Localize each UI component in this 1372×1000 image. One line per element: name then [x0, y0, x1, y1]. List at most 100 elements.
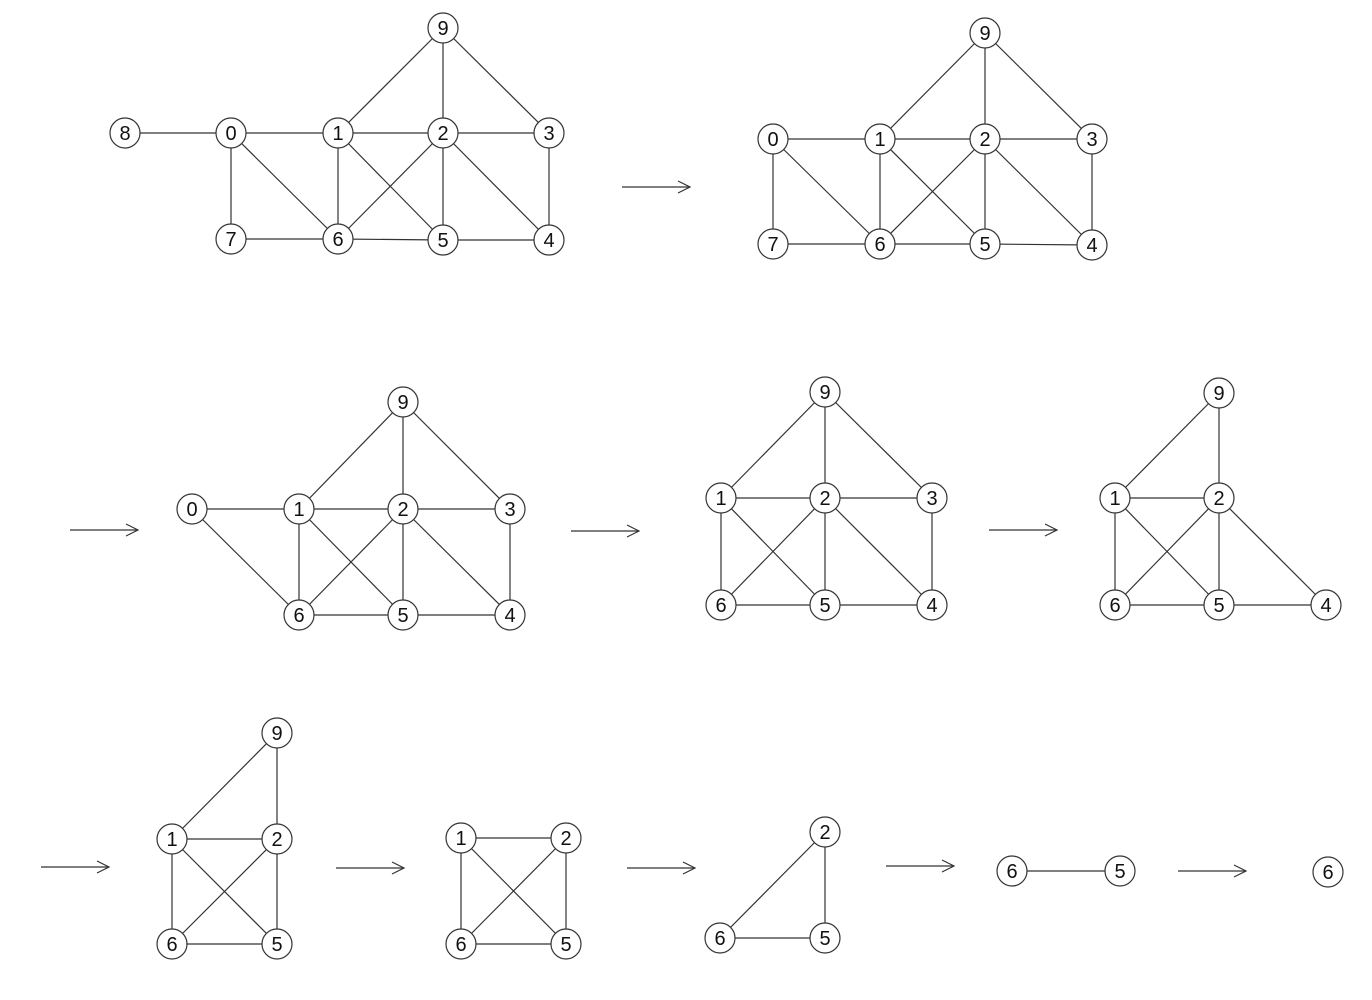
node-circle	[916, 482, 948, 514]
node-6: 6	[322, 223, 354, 255]
edge-5-4	[984, 243, 1093, 246]
node-circle	[109, 117, 141, 149]
graph-step-10: 6	[1312, 856, 1344, 888]
node-5: 5	[969, 228, 1001, 260]
node-label: 1	[715, 488, 726, 510]
edge-2-6	[460, 837, 567, 945]
node-1: 1	[1099, 482, 1131, 514]
arrow-head	[677, 180, 692, 194]
node-2: 2	[427, 117, 459, 149]
node-9: 9	[1203, 377, 1235, 409]
node-9: 9	[261, 717, 293, 749]
node-label: 5	[979, 234, 990, 256]
arrow-head	[96, 860, 111, 874]
node-5: 5	[387, 599, 419, 631]
edge-2-6	[720, 497, 826, 606]
node-2: 2	[550, 822, 582, 854]
node-2: 2	[969, 123, 1001, 155]
node-3: 3	[533, 117, 565, 149]
edge-9-1	[298, 401, 404, 510]
node-circle	[996, 855, 1028, 887]
node-label: 2	[819, 488, 830, 510]
edge-2-6	[171, 838, 278, 945]
node-circle	[387, 493, 419, 525]
node-circle	[215, 223, 247, 255]
node-label: 5	[819, 595, 830, 617]
transition-arrow	[1178, 864, 1248, 878]
arrow-head	[1233, 864, 1248, 878]
node-4: 4	[533, 224, 565, 256]
node-label: 6	[293, 605, 304, 627]
edge-0-6	[230, 132, 339, 240]
edge-9-1	[1114, 392, 1220, 499]
node-9: 9	[427, 12, 459, 44]
node-circle	[809, 482, 841, 514]
node-circle	[176, 493, 208, 525]
node-7: 7	[215, 223, 247, 255]
node-5: 5	[809, 589, 841, 621]
node-3: 3	[494, 493, 526, 525]
node-1: 1	[322, 117, 354, 149]
node-circle	[1203, 377, 1235, 409]
node-circle	[156, 928, 188, 960]
edge-2-6	[719, 831, 826, 939]
node-label: 6	[332, 229, 343, 251]
node-label: 6	[455, 934, 466, 956]
node-circle	[445, 928, 477, 960]
node-label: 3	[543, 123, 554, 145]
node-label: 1	[455, 828, 466, 850]
node-circle	[550, 822, 582, 854]
node-label: 8	[119, 123, 130, 145]
node-label: 2	[397, 499, 408, 521]
node-label: 5	[397, 605, 408, 627]
node-5: 5	[1104, 855, 1136, 887]
node-label: 6	[166, 934, 177, 956]
node-label: 9	[1213, 383, 1224, 405]
node-label: 7	[767, 234, 778, 256]
edge-9-3	[984, 32, 1093, 140]
node-1: 1	[705, 482, 737, 514]
node-label: 1	[293, 499, 304, 521]
edge-2-4	[1218, 497, 1327, 606]
node-5: 5	[261, 928, 293, 960]
node-1: 1	[445, 822, 477, 854]
node-2: 2	[809, 482, 841, 514]
node-circle	[704, 922, 736, 954]
node-9: 9	[969, 17, 1001, 49]
node-circle	[809, 376, 841, 408]
edge-0-6	[772, 138, 881, 245]
transition-arrow	[622, 180, 692, 194]
node-label: 4	[543, 230, 554, 252]
node-circle	[283, 493, 315, 525]
node-label: 9	[397, 392, 408, 414]
arrow-head	[941, 859, 956, 873]
transition-arrow	[336, 861, 406, 875]
edge-9-1	[171, 732, 278, 840]
node-circle	[533, 224, 565, 256]
node-label: 5	[1213, 595, 1224, 617]
node-6: 6	[864, 228, 896, 260]
node-label: 6	[1109, 595, 1120, 617]
node-label: 9	[271, 723, 282, 745]
node-1: 1	[156, 823, 188, 855]
node-label: 1	[1109, 488, 1120, 510]
node-label: 6	[874, 234, 885, 256]
node-6: 6	[704, 922, 736, 954]
edge-9-3	[824, 391, 933, 499]
edge-2-6	[298, 508, 404, 616]
node-4: 4	[1310, 589, 1342, 621]
node-6: 6	[283, 599, 315, 631]
node-label: 5	[1114, 861, 1125, 883]
node-label: 2	[1213, 488, 1224, 510]
node-5: 5	[1203, 589, 1235, 621]
node-label: 5	[819, 928, 830, 950]
node-circle	[283, 599, 315, 631]
node-circle	[427, 12, 459, 44]
arrow-head	[626, 524, 641, 538]
